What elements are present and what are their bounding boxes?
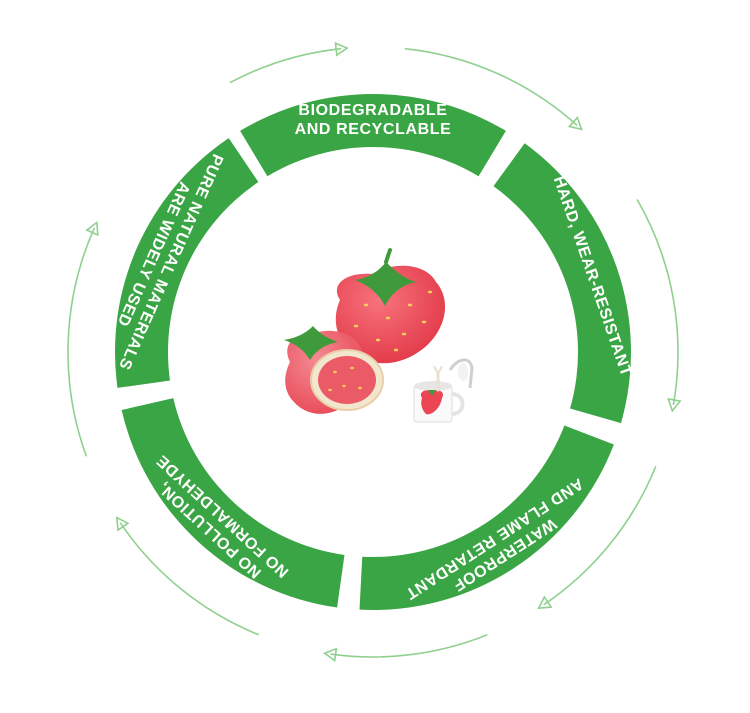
- orbit-arrowhead-icon: [85, 220, 99, 237]
- orbit-arrowhead-icon: [115, 516, 130, 532]
- ring-segment-biodegradable: [240, 93, 506, 177]
- ring-segment-waterproof: [359, 425, 614, 610]
- orbit-arc: [636, 199, 679, 406]
- orbit-arc: [119, 522, 260, 636]
- ring-label-waterproof-line-2: AND FLAME RETARDANT: [402, 475, 586, 603]
- strawberry-plate-large: [335, 248, 446, 364]
- orbit-arc: [330, 634, 488, 658]
- orbit-arc: [543, 465, 657, 606]
- orbit-arrowhead-icon: [667, 397, 682, 413]
- orbit-arc: [67, 227, 96, 457]
- orbit-arrowhead-icon: [322, 647, 338, 663]
- ring-label-biodegradable-line-1: BIODEGRADABLE: [298, 102, 447, 119]
- orbit-arc: [229, 47, 342, 84]
- ring-segment-hard: [493, 143, 631, 424]
- ring-label-biodegradable-line-2: AND RECYCLABLE: [295, 121, 452, 138]
- ring-segment-natural: [114, 138, 259, 388]
- orbit-arrowhead-icon: [334, 41, 349, 57]
- orbit-arrowhead-icon: [567, 115, 583, 131]
- orbit-arrowhead-icon: [537, 595, 553, 610]
- orbit-arrows: [67, 41, 682, 663]
- strawberry-tableware-icon: [284, 248, 474, 423]
- ring-segment-no-pollution: [121, 398, 345, 608]
- strawberry-bowl: [310, 349, 384, 411]
- orbit-arc: [404, 47, 578, 126]
- strawberry-cup: [413, 358, 474, 423]
